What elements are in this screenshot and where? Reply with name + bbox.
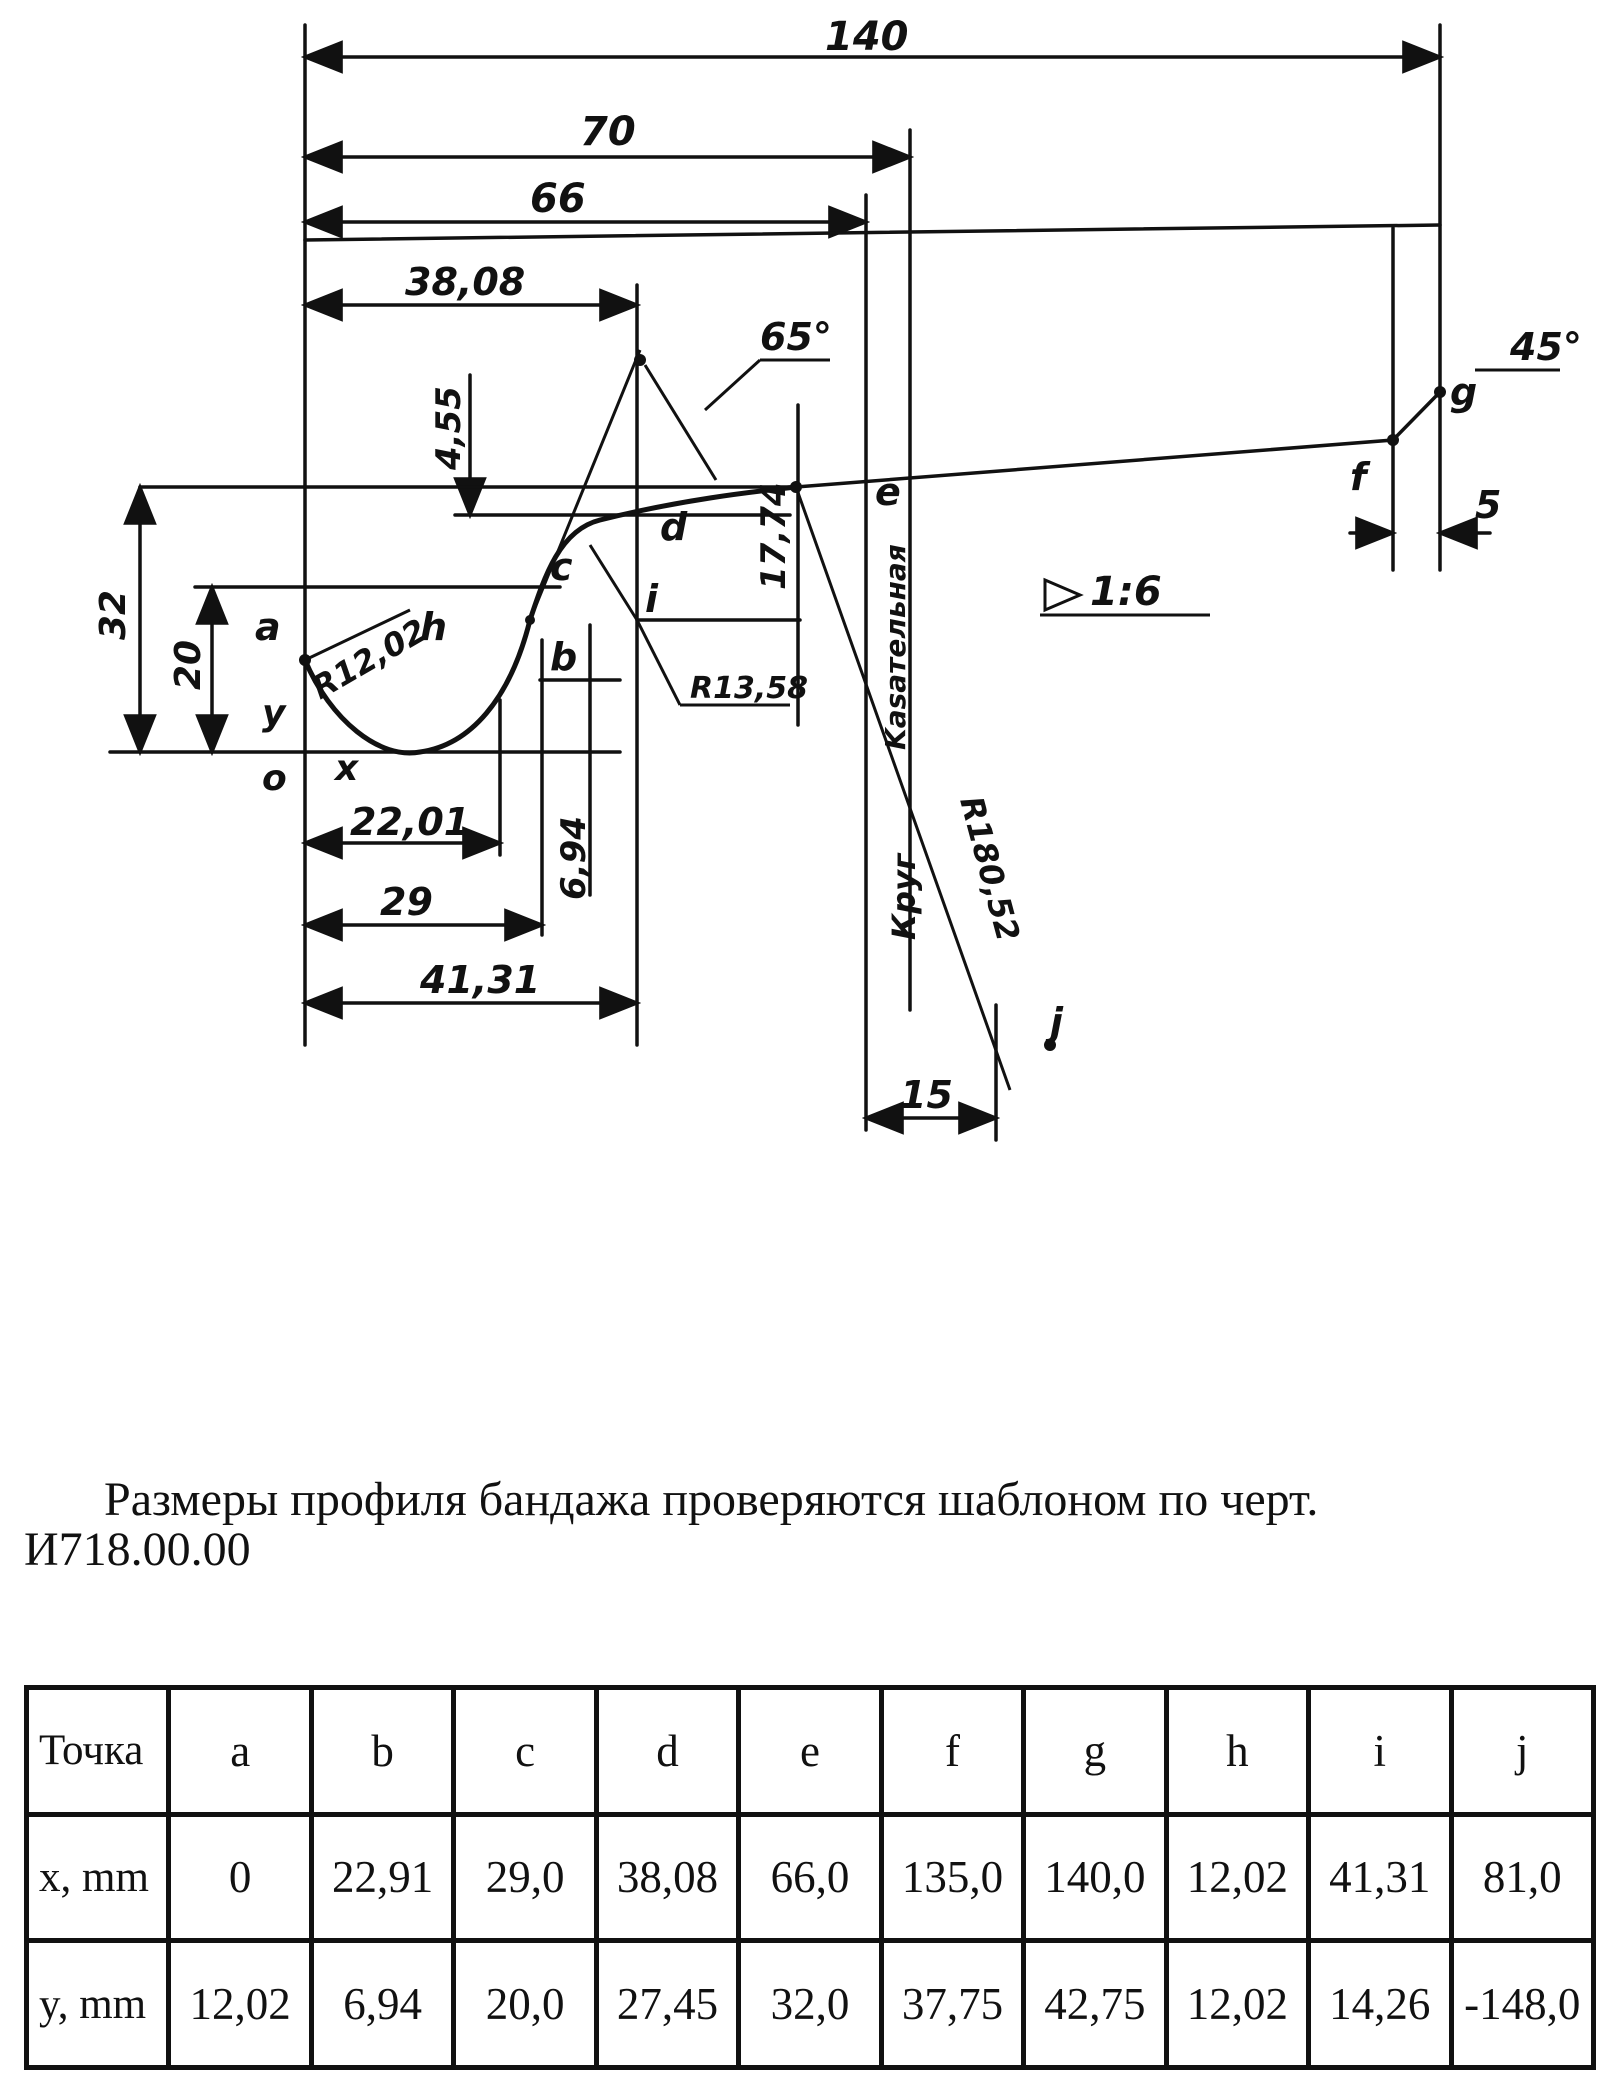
- point-g: [1434, 386, 1446, 398]
- label-c: c: [550, 545, 573, 589]
- point-a: [299, 654, 311, 666]
- dim-6-94: 6,94: [554, 816, 594, 900]
- radius-line-h: [304, 608, 411, 662]
- table-cell: 66,0: [736, 1811, 884, 1944]
- row-label: y, mm: [23, 1938, 172, 2070]
- taper-label: 1:6: [1090, 569, 1162, 615]
- table-cell: 42,75: [1021, 1938, 1169, 2070]
- table-cell: 135,0: [878, 1811, 1027, 1944]
- table-cell: 22,91: [308, 1811, 457, 1944]
- table-cell: 29,0: [451, 1811, 599, 1944]
- label-i: i: [645, 577, 659, 621]
- dim-r13: R13,58: [690, 671, 808, 706]
- dim-15: 15: [900, 1073, 953, 1117]
- label-d: d: [660, 505, 688, 549]
- wavy-break: [303, 223, 1442, 242]
- table-cell: 14,26: [1306, 1938, 1454, 2070]
- header-cell: h: [1163, 1685, 1312, 1817]
- table-cell: 12,02: [1163, 1938, 1312, 2070]
- label-tangent: Kasательная: [879, 544, 912, 750]
- angle-65-leader: [703, 358, 762, 412]
- table-cell: 12,02: [1163, 1811, 1312, 1944]
- label-o: o: [262, 758, 287, 799]
- point-f: [1387, 434, 1399, 446]
- table-cell: 41,31: [1306, 1811, 1454, 1944]
- table-row-y: y, mm 12,02 6,94 20,0 27,45 32,0 37,75 4…: [23, 1938, 1597, 2070]
- header-cell: i: [1306, 1685, 1454, 1817]
- dim-45-deg: 45°: [1509, 325, 1582, 369]
- radius-line-i: [588, 544, 639, 621]
- dim-r180: R180,52: [952, 792, 1027, 945]
- dim-5: 5: [1475, 483, 1501, 527]
- header-cell: e: [736, 1685, 884, 1817]
- header-cell: f: [878, 1685, 1027, 1817]
- taper-icon: [1043, 577, 1084, 613]
- header-cell: b: [308, 1685, 457, 1817]
- dim-17-74: 17,74: [754, 482, 794, 590]
- table-cell: 27,45: [593, 1938, 742, 2070]
- header-cell: d: [593, 1685, 742, 1817]
- label-y: y: [262, 693, 287, 734]
- label-j: j: [1045, 1000, 1064, 1044]
- dim-29: 29: [380, 880, 433, 924]
- dim-41-31: 41,31: [419, 958, 540, 1002]
- table-header-row: Точка a b c d e f g h i j: [23, 1685, 1597, 1817]
- dim-r12: R12,02: [305, 611, 433, 707]
- table-cell: -148,0: [1448, 1938, 1597, 2070]
- dim-4-55: 4,55: [429, 386, 469, 471]
- point-j: [1044, 1039, 1056, 1051]
- label-a: a: [255, 605, 281, 649]
- label-g: g: [1450, 370, 1477, 414]
- dim-32: 32: [93, 590, 134, 640]
- label-e: e: [875, 470, 901, 514]
- dim-22-01: 22,01: [350, 800, 470, 844]
- header-cell: j: [1448, 1685, 1597, 1817]
- label-f: f: [1350, 455, 1371, 499]
- point-d: [634, 354, 646, 366]
- table-cell: 12,02: [166, 1938, 314, 2070]
- table-cell: 38,08: [593, 1811, 742, 1944]
- dim-140: 140: [825, 14, 909, 60]
- row-label: x, mm: [23, 1811, 172, 1944]
- profile-note: Размеры профиля бандажа проверяются шабл…: [24, 1475, 1599, 1575]
- bandage-profile-drawing: 140 70 66 38,08 4,55 65° 32 20 22,01 29 …: [93, 14, 1582, 1142]
- note-line-2: И718.00.00: [24, 1523, 251, 1576]
- header-cell: g: [1021, 1685, 1169, 1817]
- dim-38-08: 38,08: [405, 260, 525, 304]
- dim-70: 70: [580, 109, 636, 155]
- table-row-x: x, mm 0 22,91 29,0 38,08 66,0 135,0 140,…: [23, 1811, 1597, 1944]
- flange-line: [794, 486, 1012, 1091]
- tread-line: [138, 390, 1442, 489]
- label-circle: Круг: [885, 852, 923, 940]
- dim-65-deg: 65°: [760, 315, 832, 359]
- label-x: x: [333, 748, 360, 789]
- header-cell: a: [166, 1685, 314, 1817]
- table-cell: 140,0: [1021, 1811, 1169, 1944]
- table-cell: 81,0: [1448, 1811, 1597, 1944]
- point-e: [790, 481, 802, 493]
- point-c: [525, 615, 535, 625]
- label-h: h: [420, 605, 447, 649]
- angle-65-arc: [643, 364, 718, 481]
- points-table: Точка a b c d e f g h i j x, mm 0 22,91 …: [23, 1685, 1597, 2070]
- table-cell: 37,75: [878, 1938, 1027, 2070]
- table-cell: 6,94: [308, 1938, 457, 2070]
- table-cell: 0: [166, 1811, 314, 1944]
- tangent-line-c: [528, 349, 642, 621]
- dim-66: 66: [530, 176, 586, 222]
- table-cell: 32,0: [736, 1938, 884, 2070]
- table-cell: 20,0: [451, 1938, 599, 2070]
- header-cell: c: [451, 1685, 599, 1817]
- radius-leader-i: [635, 619, 682, 706]
- label-b: b: [550, 635, 577, 679]
- dim-20: 20: [168, 640, 209, 690]
- note-line-1: Размеры профиля бандажа проверяются шабл…: [104, 1473, 1319, 1526]
- header-cell: Точка: [23, 1685, 172, 1817]
